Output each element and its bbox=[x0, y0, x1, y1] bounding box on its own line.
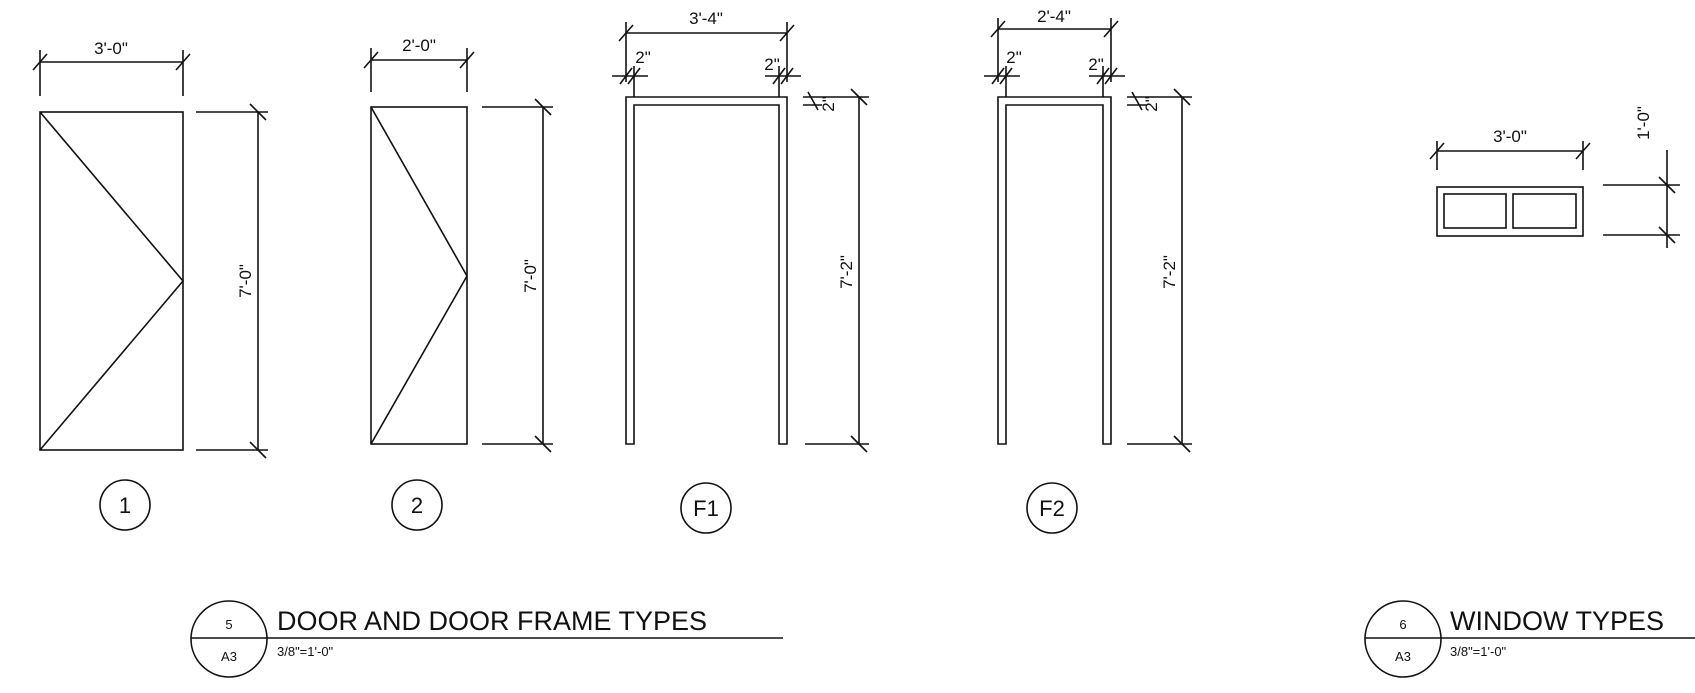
frame-type-f2: 2'-4" 2" 2" 2" 7'-2" F2 bbox=[984, 7, 1192, 534]
frame-f2-head-dim: 2" bbox=[1142, 96, 1161, 112]
title-windows-heading: WINDOW TYPES bbox=[1450, 606, 1664, 636]
frame-f1-outline bbox=[625, 96, 788, 445]
door-1-outline bbox=[39, 111, 184, 451]
window-pane-right bbox=[1512, 193, 1577, 229]
frame-f1-left-jamb-dim: 2" bbox=[635, 48, 651, 67]
door-2-height-dim: 7'-0" bbox=[521, 259, 540, 293]
door-2-width-dim: 2'-0" bbox=[402, 36, 436, 55]
title-windows-sheet: A3 bbox=[1395, 649, 1411, 664]
frame-f1-tag: F1 bbox=[693, 496, 719, 521]
frame-f2-height-dim: 7'-2" bbox=[1160, 255, 1179, 289]
door-2-tag: 2 bbox=[411, 493, 423, 518]
door-1-height-dim: 7'-0" bbox=[236, 264, 255, 298]
window-height-dim: 1'-0" bbox=[1634, 106, 1653, 140]
title-block-windows: 6 A3 WINDOW TYPES 3/8"=1'-0" bbox=[1364, 600, 1695, 678]
door-1-swing-line bbox=[39, 111, 185, 451]
window-pane-left bbox=[1443, 193, 1507, 229]
title-windows-number: 6 bbox=[1399, 617, 1406, 632]
title-doors-heading: DOOR AND DOOR FRAME TYPES bbox=[277, 606, 707, 636]
frame-f1-height-dim: 7'-2" bbox=[837, 255, 856, 289]
window-type: 3'-0" 1'-0" bbox=[1429, 106, 1680, 248]
frame-f2-outline bbox=[997, 96, 1112, 445]
door-1-tag: 1 bbox=[119, 493, 131, 518]
title-block-doors: 5 A3 DOOR AND DOOR FRAME TYPES 3/8"=1'-0… bbox=[190, 600, 783, 678]
door-type-1: 3'-0" 7'-0" 1 bbox=[32, 39, 268, 531]
frame-f2-tag: F2 bbox=[1039, 496, 1065, 521]
door-2-swing-line bbox=[370, 106, 468, 445]
frame-f2-width-dim: 2'-4" bbox=[1037, 7, 1071, 26]
frame-f2-left-jamb-dim: 2" bbox=[1006, 48, 1022, 67]
frame-f1-width-dim: 3'-4" bbox=[689, 9, 723, 28]
frame-f1-head-dim: 2" bbox=[819, 96, 838, 112]
frame-type-f1: 3'-4" 2" 2" 2" 7'-2" F1 bbox=[612, 9, 869, 534]
door-2-outline bbox=[370, 106, 468, 445]
title-doors-sheet: A3 bbox=[221, 649, 237, 664]
frame-f2-right-jamb-dim: 2" bbox=[1088, 55, 1104, 74]
door-1-width-dim: 3'-0" bbox=[94, 39, 128, 58]
door-type-2: 2'-0" 7'-0" 2 bbox=[363, 36, 553, 531]
window-outline bbox=[1436, 186, 1584, 237]
title-doors-number: 5 bbox=[225, 617, 232, 632]
title-windows-scale: 3/8"=1'-0" bbox=[1450, 644, 1507, 659]
frame-f1-right-jamb-dim: 2" bbox=[764, 55, 780, 74]
window-width-dim: 3'-0" bbox=[1493, 127, 1527, 146]
title-doors-scale: 3/8"=1'-0" bbox=[277, 644, 334, 659]
